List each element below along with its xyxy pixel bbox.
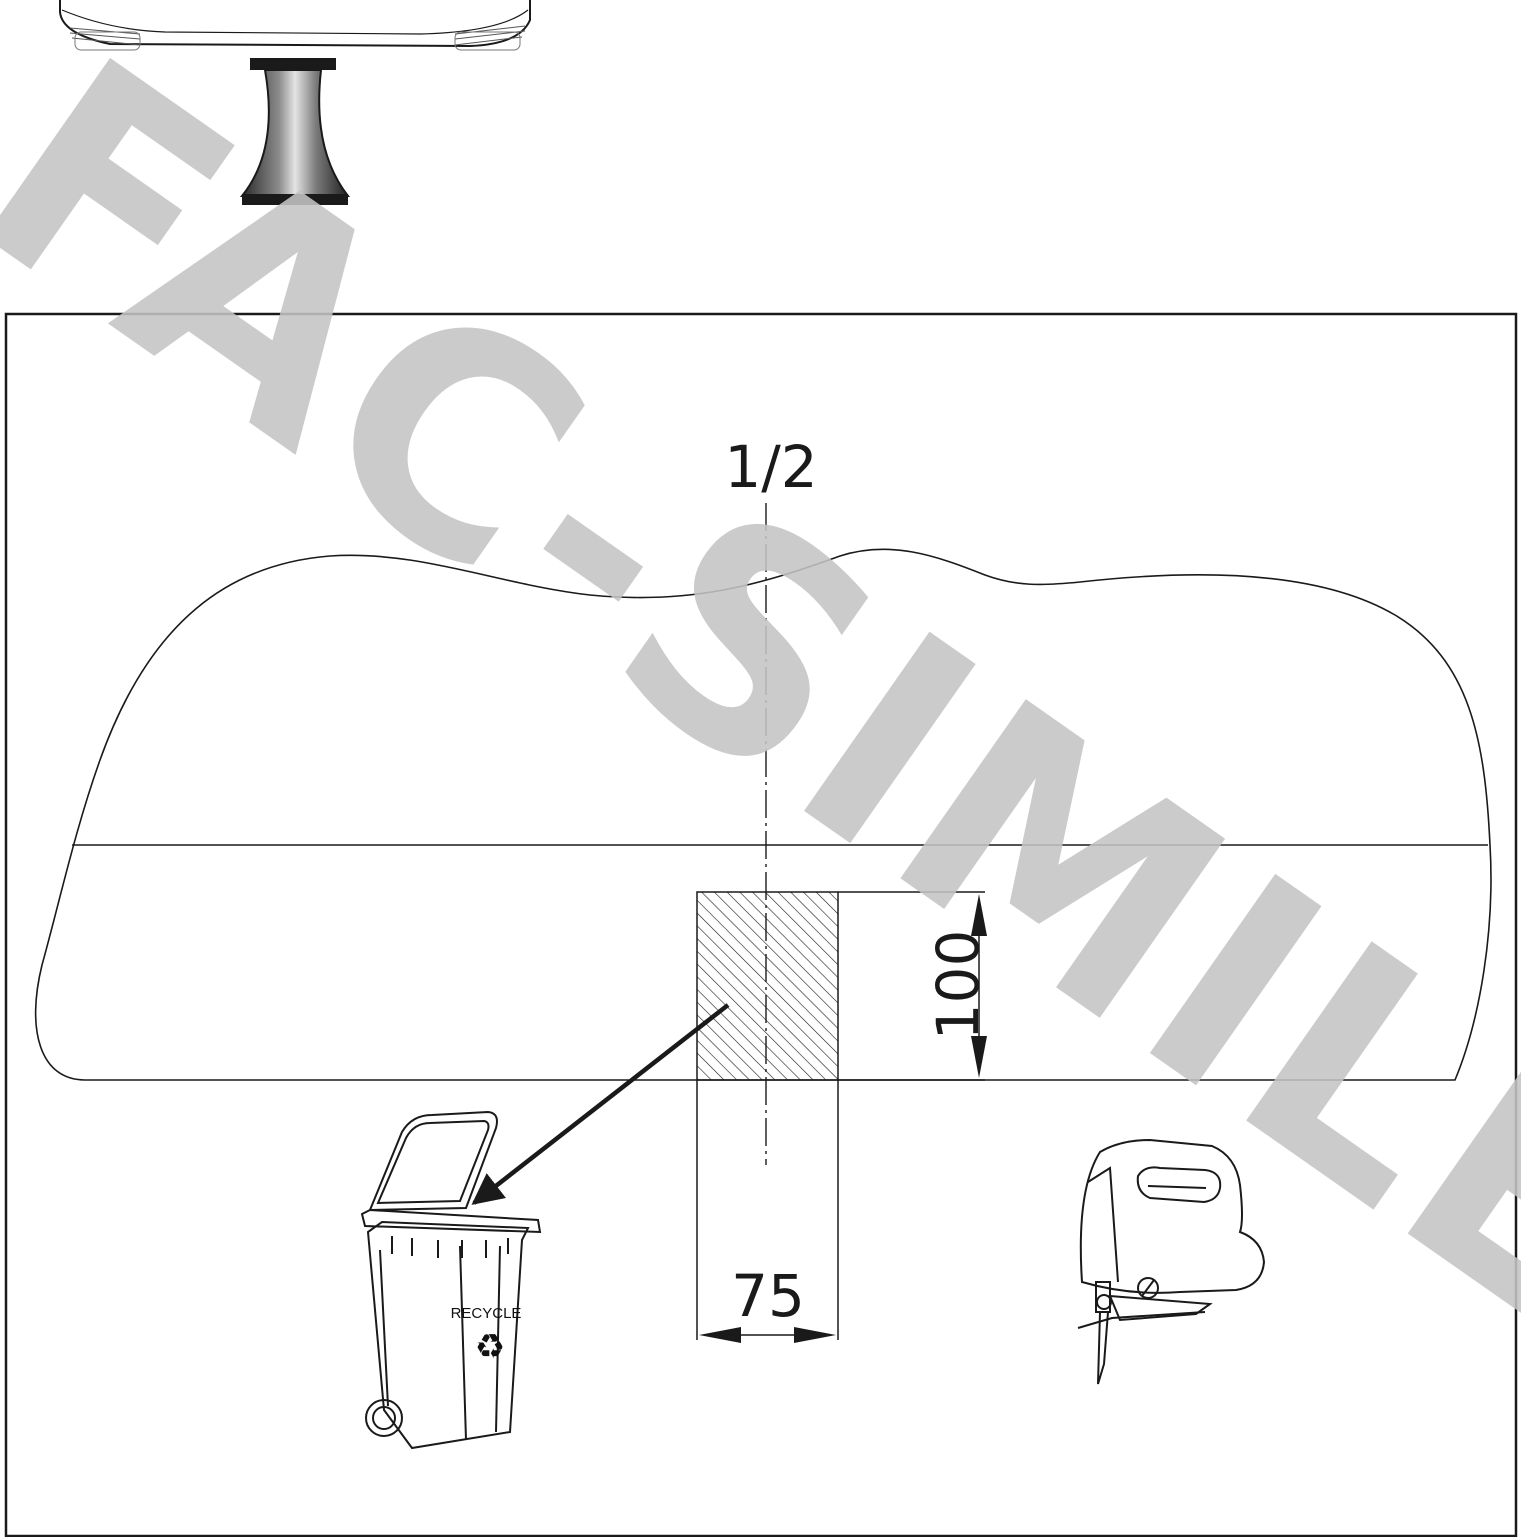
jigsaw-icon (1077, 1138, 1266, 1385)
base-outline (34, 548, 1492, 1081)
centerline-label: 1/2 (724, 433, 817, 501)
recycle-bin-icon (360, 1110, 542, 1450)
recycle-symbol-icon: ♻ (475, 1328, 505, 1366)
discard-arrow (471, 1003, 730, 1205)
cutout-height-label: 100 (924, 930, 992, 1041)
cutout-area (696, 891, 839, 1081)
width-dimension (696, 1080, 839, 1343)
cutout-width-label: 75 (731, 1262, 805, 1330)
height-dimension (838, 891, 987, 1081)
cart-support-foot-icon (59, 0, 531, 205)
facsimile-watermark: FAC-SIMILE (0, 0, 1521, 1397)
bin-label: RECYCLE (451, 1305, 522, 1322)
diagram-frame (4, 312, 1518, 1537)
